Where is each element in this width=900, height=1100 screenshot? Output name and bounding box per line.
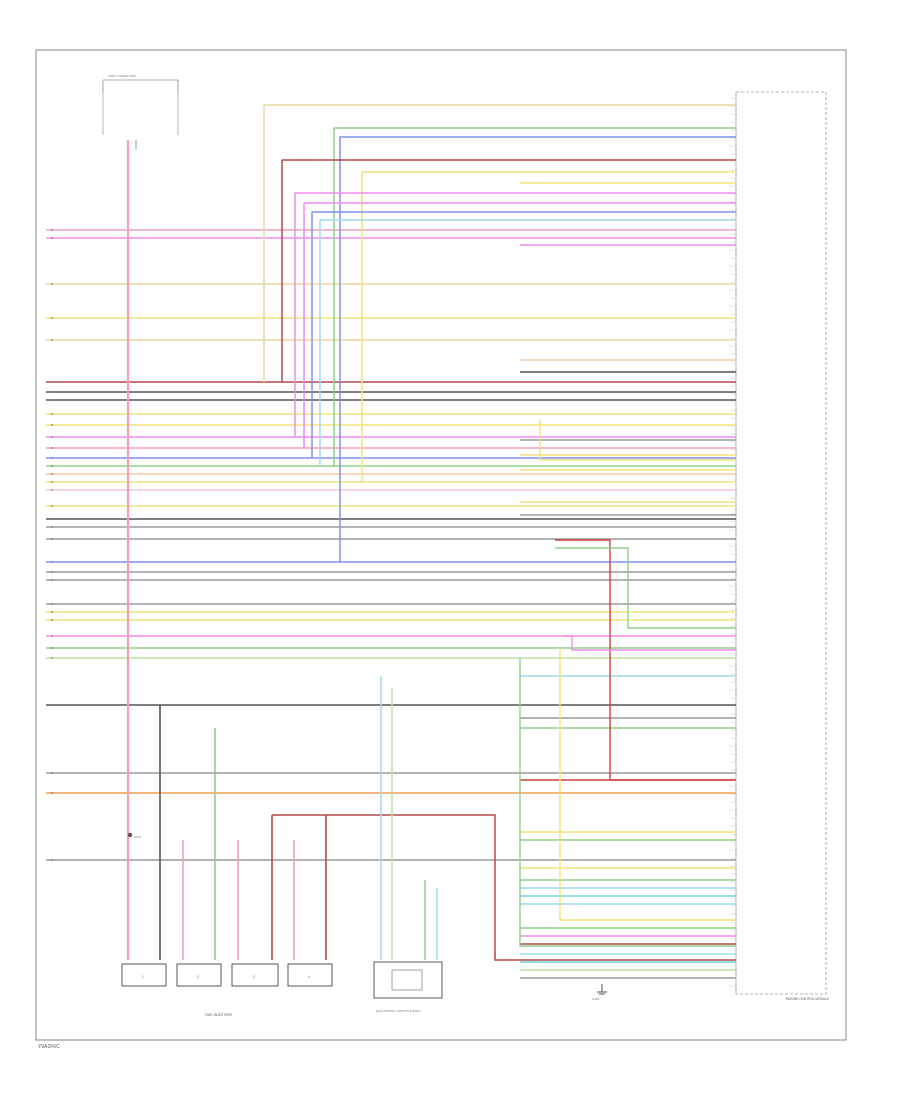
left-pin-dot: [51, 465, 53, 467]
injector-number: 1: [142, 975, 144, 979]
svg-text:S100: S100: [134, 835, 141, 839]
left-pin-dot: [51, 635, 53, 637]
left-pin-dot: [51, 283, 53, 285]
left-pin-dot: [51, 704, 53, 706]
ecm-label: ENGINE CONTROL MODULE: [786, 997, 829, 1001]
left-pin-dot: [51, 473, 53, 475]
left-pin-dot: [51, 561, 53, 563]
wire-harness: [46, 104, 736, 979]
left-pin-dot: [51, 619, 53, 621]
left-pin-dot: [51, 424, 53, 426]
left-pin-dot: [51, 859, 53, 861]
left-pin-dot: [51, 457, 53, 459]
routed-wire: [319, 219, 736, 466]
left-pin-dot: [51, 526, 53, 528]
left-pin-dot: [51, 505, 53, 507]
ground-symbol: G100: [592, 984, 607, 1001]
routed-wire: [519, 658, 736, 947]
left-pin-dot: [51, 391, 53, 393]
injector-number: 2: [197, 975, 199, 979]
routed-wire: [555, 547, 736, 629]
routed-wire: [565, 635, 736, 651]
left-pin-dot: [51, 657, 53, 659]
left-pin-dot: [51, 647, 53, 649]
throttle-label: ELECTRONIC THROTTLE BODY: [376, 1009, 421, 1013]
left-pin-dot: [51, 413, 53, 415]
left-pin-dot: [51, 381, 53, 383]
left-pin-dot: [51, 436, 53, 438]
routed-wire: [311, 211, 736, 458]
throttle-actuator: ELECTRONIC THROTTLE BODY: [373, 961, 443, 1013]
left-pin-dot: [51, 772, 53, 774]
diagram-frame: [35, 49, 847, 1041]
fuel-injector: 3: [231, 963, 279, 987]
left-pin-dot: [51, 481, 53, 483]
left-pin-dot: [51, 317, 53, 319]
injector-number: 4: [308, 975, 310, 979]
routed-wire: [263, 104, 736, 382]
fuel-injector: 1: [121, 963, 167, 987]
left-pin-dot: [51, 603, 53, 605]
splice-s100: S100: [127, 832, 141, 839]
test-connector-label: TEST CONNECTOR: [108, 74, 137, 78]
injector-number: 3: [253, 975, 255, 979]
fuel-injectors: 1 2 3 4: [121, 963, 333, 987]
test-connector: TEST CONNECTOR: [102, 74, 179, 135]
routed-wire: [539, 420, 736, 461]
left-pin-dot: [51, 538, 53, 540]
fuel-injectors-label: FUEL INJECTORS: [205, 1013, 232, 1017]
left-pin-dot: [51, 447, 53, 449]
left-pin-dot: [51, 518, 53, 520]
fuel-injector: 4: [287, 963, 333, 987]
document-id: Y9A1F6C: [38, 1044, 60, 1050]
ecm-caption: ENGINE CONTROL MODULE: [786, 997, 829, 1001]
left-pin-dot: [51, 489, 53, 491]
routed-wire: [303, 202, 736, 448]
routed-wire: [559, 648, 736, 921]
left-pin-dot: [51, 339, 53, 341]
routed-wire: [294, 192, 736, 437]
left-pin-dot: [51, 237, 53, 239]
left-pin-dot: [51, 792, 53, 794]
svg-text:G100: G100: [592, 997, 600, 1001]
fuel-injector: 2: [176, 963, 222, 987]
left-pin-dot: [51, 571, 53, 573]
routed-wire: [333, 127, 736, 466]
routed-wire: [281, 159, 736, 382]
routed-wire: [339, 136, 736, 562]
left-pin-dot: [51, 611, 53, 613]
left-pin-dot: [51, 399, 53, 401]
left-pin-dot: [51, 229, 53, 231]
ecm-connector: [730, 91, 827, 995]
left-pin-dot: [51, 579, 53, 581]
routed-wire: [555, 539, 736, 781]
left-connector-pins: [51, 229, 53, 861]
injector-control-wire: [272, 814, 736, 961]
routed-wire: [361, 171, 736, 482]
